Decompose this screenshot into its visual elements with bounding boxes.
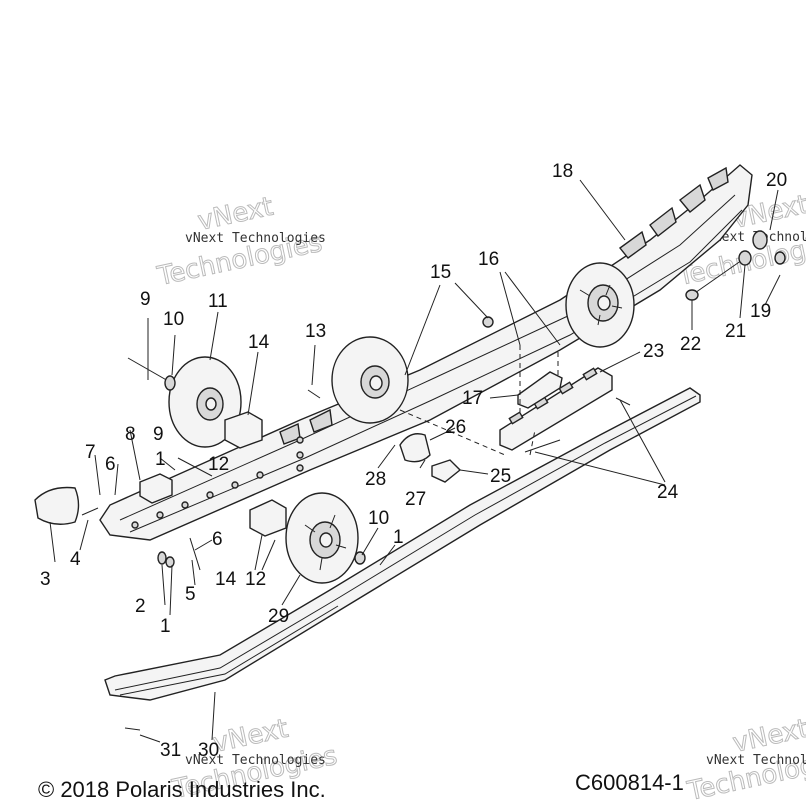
callout-22: 22 <box>680 334 701 355</box>
callout-17: 17 <box>462 388 483 409</box>
slide-block <box>499 367 613 451</box>
callout-1-lower-left: 1 <box>160 616 171 637</box>
callout-24: 24 <box>657 482 679 503</box>
callout-15: 15 <box>430 262 451 283</box>
spacer-block-14-lower <box>249 499 287 537</box>
callout-4: 4 <box>70 549 81 570</box>
spacer-block-14-upper <box>224 411 263 449</box>
fasteners <box>81 230 786 731</box>
callout-26: 26 <box>445 417 466 438</box>
svg-text:vNext Technologies: vNext Technologies <box>185 753 326 768</box>
callout-3: 3 <box>40 569 51 590</box>
callout-10-lower: 10 <box>368 508 389 529</box>
callout-8: 8 <box>125 424 136 445</box>
callout-1-lower-right: 1 <box>393 527 404 548</box>
callout-9-lower: 9 <box>153 424 164 445</box>
bracket-17 <box>517 371 563 409</box>
idler-wheel-rear <box>565 262 635 348</box>
callout-13: 13 <box>305 321 326 342</box>
end-cap-3 <box>34 486 80 525</box>
watermark-bottom-right: vNext Technologies vNext Technologies <box>684 713 806 806</box>
shock-mount-26 <box>399 433 431 463</box>
callout-11: 11 <box>208 291 228 312</box>
idler-wheel-upper-mid <box>331 336 409 424</box>
callout-19: 19 <box>750 301 771 322</box>
callout-23: 23 <box>643 341 664 362</box>
callout-30: 30 <box>198 740 219 761</box>
callout-9: 9 <box>140 289 151 310</box>
bushing-25 <box>431 459 462 483</box>
rail-frame <box>99 164 753 541</box>
callout-16: 16 <box>478 249 499 270</box>
callout-7: 7 <box>85 442 96 463</box>
callout-25: 25 <box>490 466 511 487</box>
spacer-block-8 <box>139 473 173 504</box>
callout-1-upper: 1 <box>155 449 166 470</box>
callout-6-lower: 6 <box>212 529 223 550</box>
copyright-text: © 2018 Polaris Industries Inc. <box>38 777 326 802</box>
svg-text:vNext Technologies: vNext Technologies <box>185 231 326 246</box>
slide-rail <box>104 387 701 701</box>
callout-2: 2 <box>135 596 146 617</box>
figure-id: C600814-1 <box>575 770 684 795</box>
callout-28: 28 <box>365 469 386 490</box>
callout-14: 14 <box>248 332 270 353</box>
watermark-top-left: vNext Technologies vNext Technologies <box>154 191 326 292</box>
rail-holes <box>131 436 304 529</box>
idler-wheel-29 <box>285 492 359 584</box>
callout-29: 29 <box>268 606 289 627</box>
callout-21: 21 <box>725 321 746 342</box>
callout-20: 20 <box>766 170 787 191</box>
callout-leaders <box>49 179 781 743</box>
callout-6-upper: 6 <box>105 454 116 475</box>
idler-wheel-11 <box>168 356 242 448</box>
alignment-lines <box>399 345 559 456</box>
callout-labels: 9 10 11 14 13 15 16 18 20 19 21 22 23 17… <box>40 161 787 761</box>
callout-18: 18 <box>552 161 573 182</box>
callout-12-upper: 12 <box>208 454 229 475</box>
callout-10: 10 <box>163 309 184 330</box>
callout-31: 31 <box>160 740 181 761</box>
callout-27: 27 <box>405 489 426 510</box>
callout-14-lower: 14 <box>215 569 237 590</box>
svg-text:vNext Technologies: vNext Technologies <box>706 753 806 768</box>
callout-12-lower: 12 <box>245 569 266 590</box>
callout-5: 5 <box>185 584 196 605</box>
